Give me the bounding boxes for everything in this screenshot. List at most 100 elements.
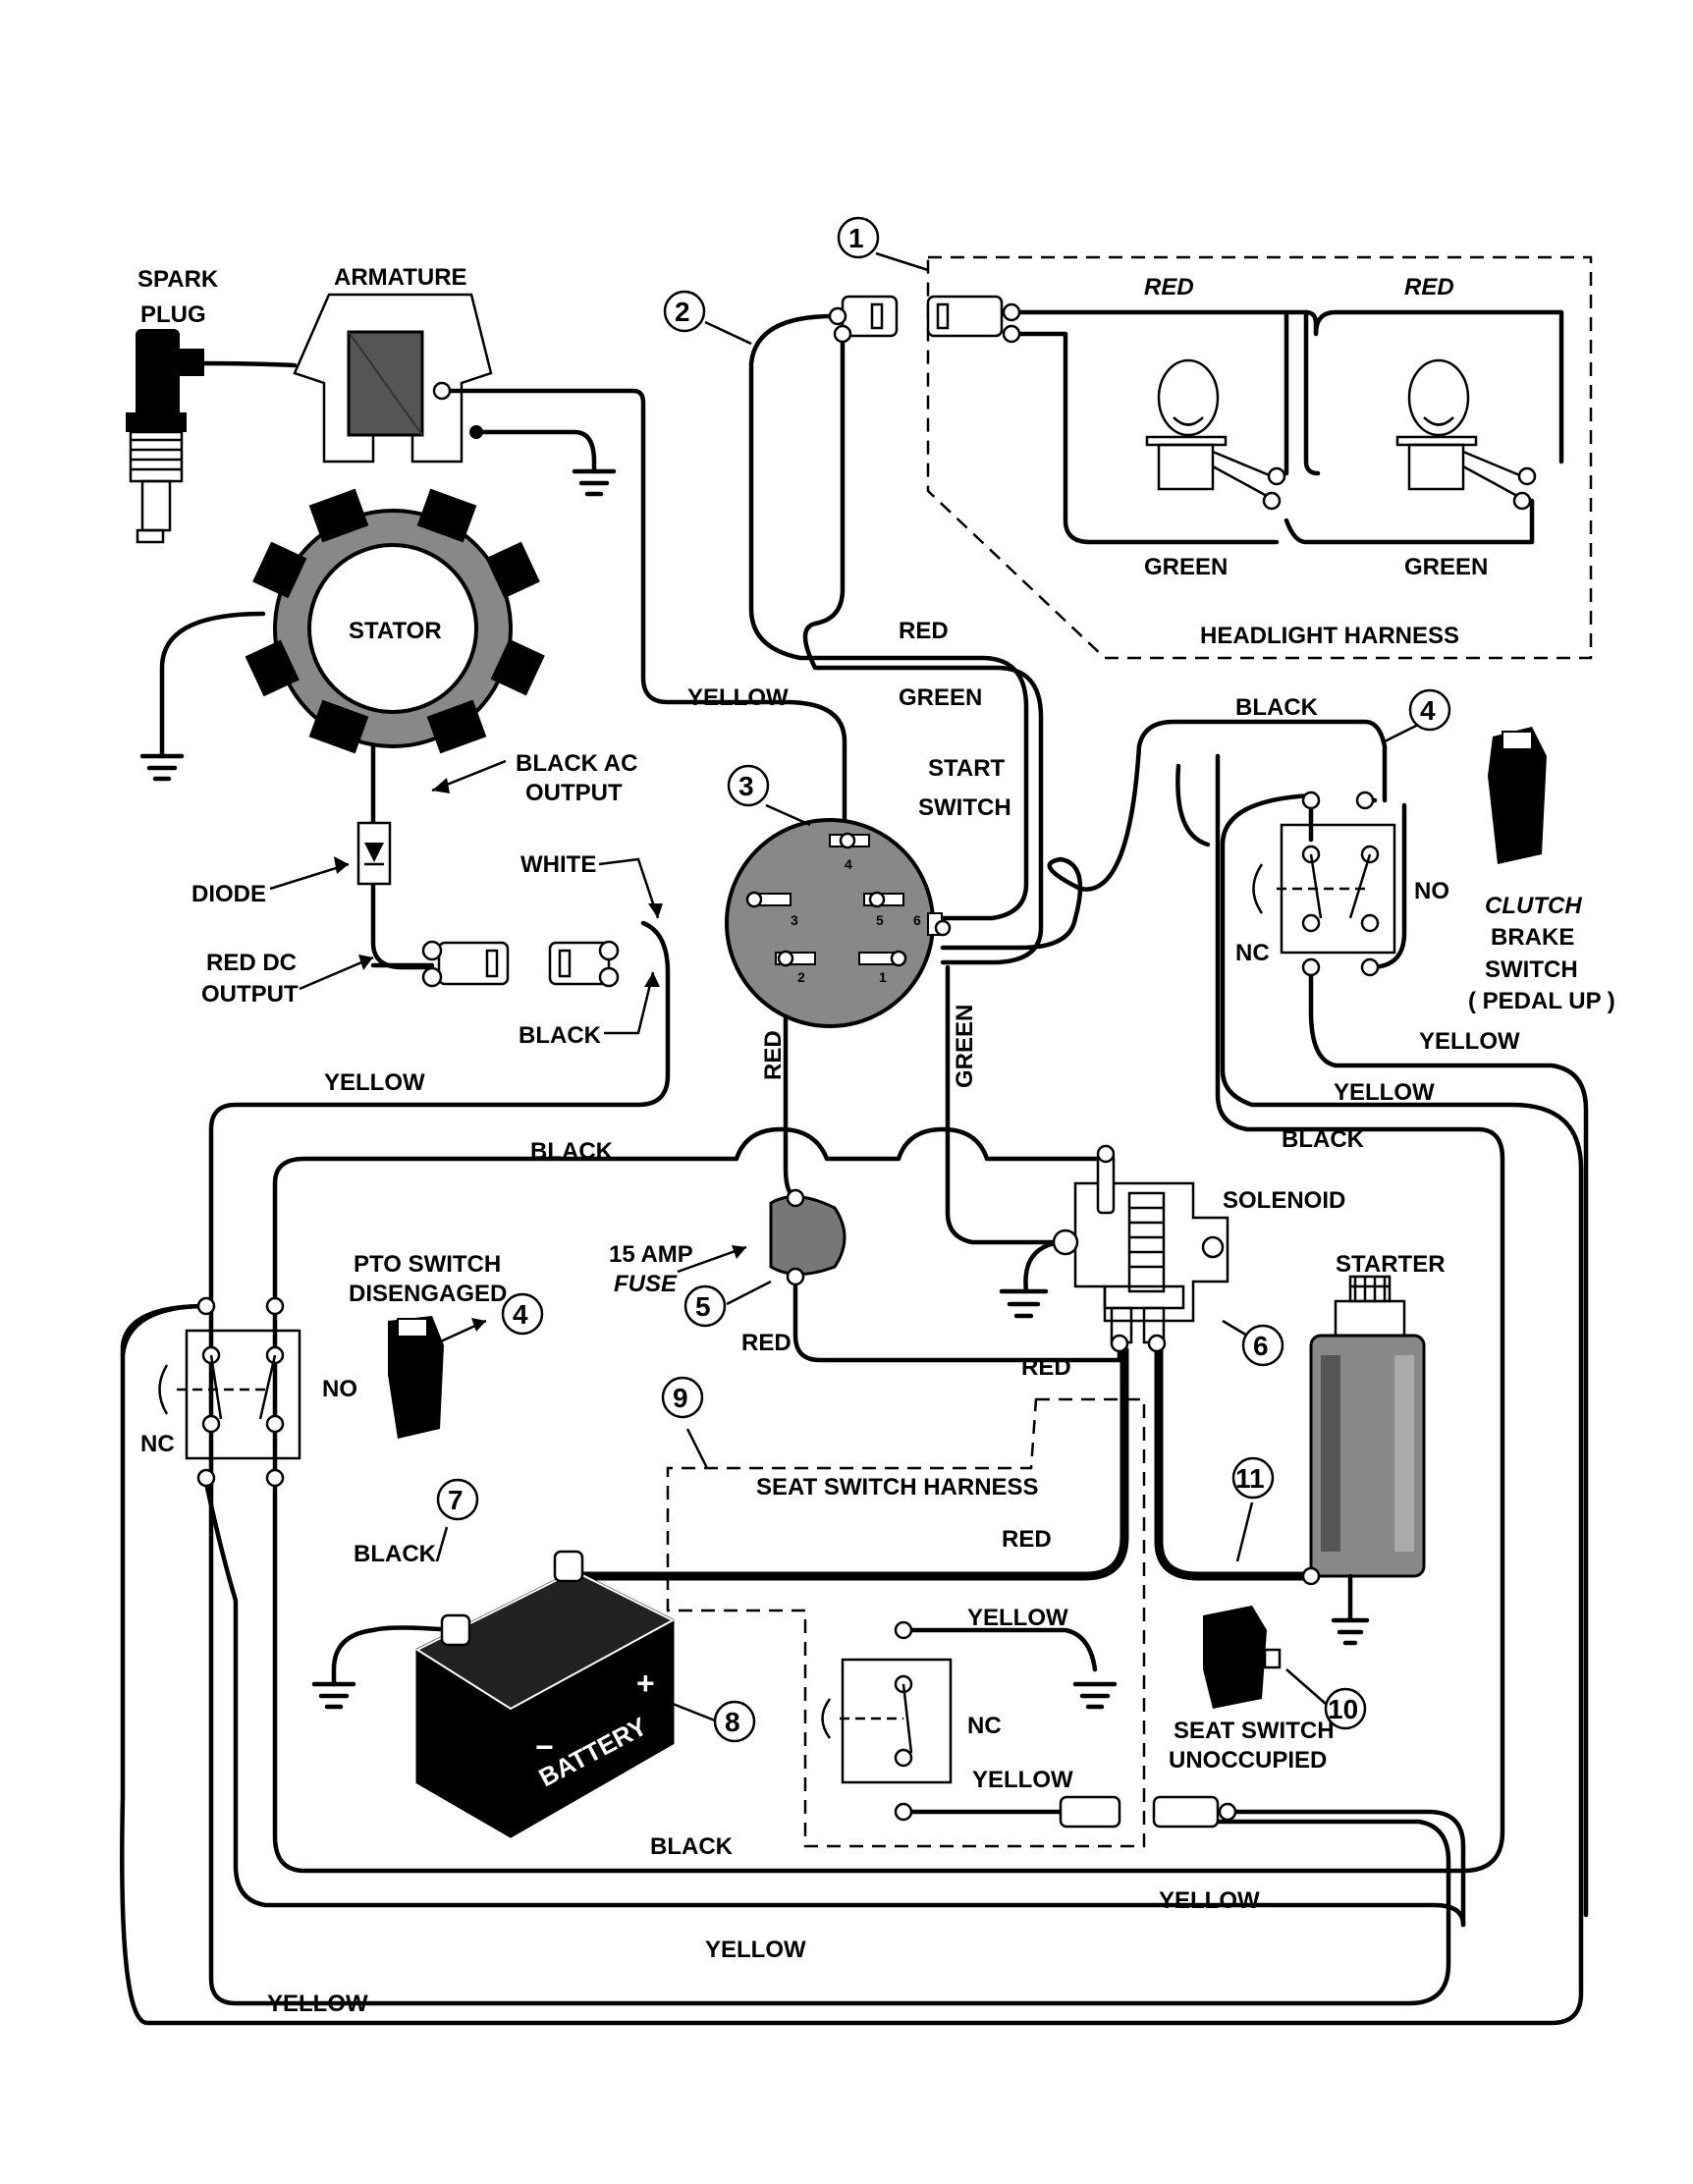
battery: BATTERY + −	[414, 1550, 676, 1838]
clutch-brake-switch	[1252, 791, 1396, 977]
connector	[421, 940, 620, 988]
green-wire-label: GREEN	[1144, 554, 1228, 580]
red-wire-label: RED	[1021, 1354, 1071, 1381]
pto-label: DISENGAGED	[349, 1281, 507, 1307]
armature	[293, 293, 493, 464]
black-wire-label: BLACK	[519, 1022, 602, 1049]
switch-pin-label: 6	[913, 912, 921, 928]
spark-plug-label: SPARK	[137, 266, 219, 293]
pto-switch-picture	[388, 1316, 444, 1439]
nc-label: NC	[1235, 940, 1270, 966]
red-wire-label: RED	[741, 1330, 792, 1356]
solenoid-label: SOLENOID	[1223, 1187, 1345, 1214]
seat-switch-picture	[1203, 1606, 1282, 1709]
svg-text:6: 6	[1253, 1331, 1269, 1361]
svg-text:4: 4	[1420, 695, 1436, 726]
no-label: NO	[322, 1376, 357, 1402]
white-wire-label: WHITE	[520, 851, 596, 878]
fuse	[769, 1188, 846, 1286]
svg-text:5: 5	[695, 1291, 711, 1322]
stator	[245, 488, 545, 754]
red-wire-label: RED	[1404, 274, 1454, 300]
spark-plug	[126, 329, 298, 544]
seat-harness-boundary	[666, 1397, 1146, 1848]
callout-6: 6	[1241, 1324, 1284, 1367]
ground-symbol	[1331, 1573, 1370, 1646]
clutch-label: ( PEDAL UP )	[1468, 988, 1615, 1014]
callout-10: 10	[1324, 1687, 1367, 1730]
svg-text:9: 9	[673, 1383, 688, 1413]
wires	[120, 309, 1589, 2026]
switch-pin-label: 2	[797, 969, 805, 985]
switch-pin-label: 1	[879, 969, 887, 985]
switch-pin-label: 5	[876, 912, 884, 928]
fuse-label: FUSE	[614, 1271, 678, 1297]
callout-4b: 4	[501, 1292, 544, 1336]
headlight-bulb	[1145, 358, 1286, 511]
callout-11: 11	[1231, 1456, 1275, 1500]
green-wire-label: GREEN	[899, 684, 982, 711]
svg-text:11: 11	[1235, 1463, 1265, 1494]
svg-text:7: 7	[448, 1485, 464, 1515]
spark-plug-label: PLUG	[140, 301, 206, 328]
callout-2: 2	[663, 290, 706, 333]
start-switch-label: START	[928, 755, 1006, 782]
no-label: NO	[1414, 878, 1449, 904]
pto-label: PTO SWITCH	[354, 1251, 501, 1278]
headlight-harness-boundary	[926, 255, 1593, 660]
black-wire-label: BLACK	[530, 1138, 614, 1165]
seat-harness-label: SEAT SWITCH HARNESS	[756, 1474, 1039, 1501]
switch-pin-label: 4	[845, 856, 852, 872]
yellow-wire-label: YELLOW	[687, 684, 789, 711]
yellow-wire-label: YELLOW	[1419, 1028, 1520, 1055]
callout-5: 5	[683, 1284, 727, 1328]
clutch-label: SWITCH	[1485, 956, 1578, 983]
black-wire-label: BLACK	[354, 1541, 437, 1567]
yellow-wire-label: YELLOW	[972, 1767, 1073, 1793]
clutch-switch-picture	[1488, 727, 1547, 864]
red-wire-label: RED	[899, 618, 949, 644]
callout-7: 7	[436, 1478, 479, 1521]
ground-symbol	[1072, 1681, 1118, 1710]
start-switch: 4 3 5 6 2 1	[725, 818, 952, 1028]
yellow-wire-label: YELLOW	[324, 1069, 425, 1096]
yellow-wire-label: YELLOW	[1334, 1079, 1435, 1106]
yellow-wire-label: YELLOW	[1159, 1887, 1260, 1914]
callout-4: 4	[1408, 688, 1451, 732]
yellow-wire-label: YELLOW	[705, 1937, 806, 1963]
pto-switch	[158, 1296, 301, 1488]
battery-minus: −	[535, 1729, 554, 1765]
nc-label: NC	[967, 1713, 1002, 1739]
labels: SPARK PLUG ARMATURE STATOR BLACK AC OUTP…	[137, 264, 1615, 2017]
clutch-label: BRAKE	[1491, 924, 1574, 951]
callout-8: 8	[713, 1700, 756, 1743]
red-dc-label: OUTPUT	[201, 981, 299, 1008]
battery-plus: +	[636, 1665, 655, 1701]
stator-label: STATOR	[349, 618, 442, 644]
armature-label: ARMATURE	[334, 264, 467, 291]
black-wire-label: BLACK	[1282, 1126, 1365, 1153]
callout-1: 1	[837, 216, 880, 259]
connector	[1059, 1795, 1237, 1829]
starter-label: STARTER	[1336, 1251, 1446, 1278]
switch-pin-label: 3	[791, 912, 798, 928]
connector	[828, 295, 1021, 344]
red-wire-label: RED	[760, 1030, 787, 1080]
red-wire-label: RED	[1002, 1526, 1052, 1553]
nc-label: NC	[140, 1431, 175, 1457]
green-wire-label: GREEN	[952, 1005, 978, 1088]
yellow-wire-label: YELLOW	[967, 1605, 1068, 1631]
solenoid	[1052, 1144, 1229, 1353]
headlight-bulb	[1395, 358, 1537, 511]
black-ac-label: BLACK AC	[516, 750, 637, 777]
leader-lines	[269, 251, 1425, 1722]
svg-text:3: 3	[738, 771, 754, 801]
svg-text:2: 2	[675, 297, 690, 327]
svg-text:1: 1	[848, 223, 864, 253]
headlight-harness-label: HEADLIGHT HARNESS	[1200, 623, 1459, 649]
diode-label: DIODE	[191, 881, 266, 907]
green-wire-label: GREEN	[1404, 554, 1488, 580]
starter-motor	[1301, 1275, 1426, 1586]
seat-unoccupied-label: UNOCCUPIED	[1169, 1747, 1327, 1774]
